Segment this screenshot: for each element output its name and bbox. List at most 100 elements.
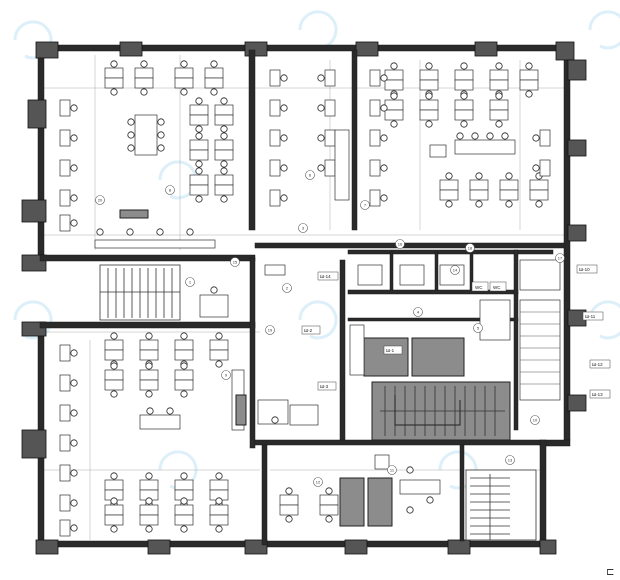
room-number-text: 4 [417, 309, 420, 314]
pillar [35, 539, 59, 555]
office-chair [471, 132, 479, 140]
desk [454, 109, 474, 121]
office-chair [285, 515, 293, 523]
node-label-1: Ш-10 [576, 264, 598, 274]
desk [454, 69, 474, 81]
office-chair [425, 92, 433, 100]
office-chair [145, 390, 153, 398]
stair-direction-arrow [394, 395, 461, 426]
wall-bottom [37, 540, 549, 548]
office-chair [180, 472, 188, 480]
pillar [567, 139, 587, 157]
room-number-text: 19 [268, 327, 273, 332]
office-chair [70, 439, 78, 447]
furniture-layer [59, 60, 561, 537]
office-chair [406, 506, 414, 514]
office-chair [280, 74, 288, 82]
desk [59, 214, 71, 232]
desk [174, 339, 194, 351]
office-chair [195, 160, 203, 168]
room-number-tag: 17 [555, 253, 565, 263]
office-chair [220, 160, 228, 168]
desk [139, 379, 159, 391]
desk [419, 69, 439, 81]
desk-block [139, 414, 181, 430]
desk [104, 504, 124, 516]
office-chair [110, 472, 118, 480]
desk [104, 479, 124, 491]
partition [347, 249, 554, 255]
office-chair [210, 88, 218, 96]
office-chair [215, 472, 223, 480]
partition [39, 254, 256, 262]
pillar [119, 41, 143, 57]
office-chair [145, 525, 153, 533]
office-chair [380, 134, 388, 142]
desk [174, 77, 194, 89]
room-number-text: 1 [189, 279, 192, 284]
desk [214, 184, 234, 196]
office-chair [215, 332, 223, 340]
desk [419, 99, 439, 111]
desk [369, 69, 381, 87]
office-chair [180, 60, 188, 68]
office-chair [280, 134, 288, 142]
printer-unit [119, 209, 149, 219]
room-number-text: 12 [316, 479, 321, 484]
office-chair [110, 390, 118, 398]
desk [189, 139, 209, 151]
office-chair [271, 416, 279, 424]
wc-label-left: WC [471, 281, 489, 292]
central-stair-steps [380, 386, 505, 436]
office-chair [195, 167, 203, 175]
office-chair [145, 472, 153, 480]
office-chair [456, 132, 464, 140]
office-chair [425, 120, 433, 128]
office-chair [127, 131, 135, 139]
room-number-text: 16 [398, 241, 403, 246]
office-chair [460, 92, 468, 100]
pillar [21, 429, 47, 459]
wall-right-lower [539, 439, 547, 548]
room-number-tag: 20 [95, 195, 105, 205]
office-chair [220, 195, 228, 203]
desk [209, 514, 229, 526]
office-chair [70, 164, 78, 172]
desk [279, 494, 299, 506]
office-chair [426, 496, 434, 504]
office-chair [495, 92, 503, 100]
partition [261, 444, 268, 546]
office-chair [460, 62, 468, 70]
small-office-desk [289, 404, 319, 426]
server-unit [339, 477, 365, 527]
office-chair [110, 60, 118, 68]
partition [248, 49, 256, 231]
room-number-text: 2 [286, 285, 289, 290]
desk [469, 189, 489, 201]
room-number-text: 7 [364, 202, 367, 207]
desk [209, 339, 229, 351]
office-chair [166, 407, 174, 415]
wall-left-upper [37, 44, 45, 271]
desk [139, 349, 159, 361]
office-chair [525, 90, 533, 98]
office-chair [280, 194, 288, 202]
wc-stall [399, 264, 425, 286]
wc-stall [357, 264, 383, 286]
interior-walls [39, 49, 566, 546]
office-chair [390, 92, 398, 100]
bench [264, 264, 286, 276]
desk [104, 369, 124, 381]
office-chair [195, 195, 203, 203]
office-chair [390, 62, 398, 70]
desk [439, 189, 459, 201]
office-chair [96, 228, 104, 236]
office-chair [180, 88, 188, 96]
node-label-3-text: Ш-12 [592, 362, 603, 367]
desk [519, 79, 539, 91]
server-unit [367, 477, 393, 527]
room-number-tag: 5 [473, 323, 483, 333]
partition [459, 444, 465, 542]
desk [489, 69, 509, 81]
